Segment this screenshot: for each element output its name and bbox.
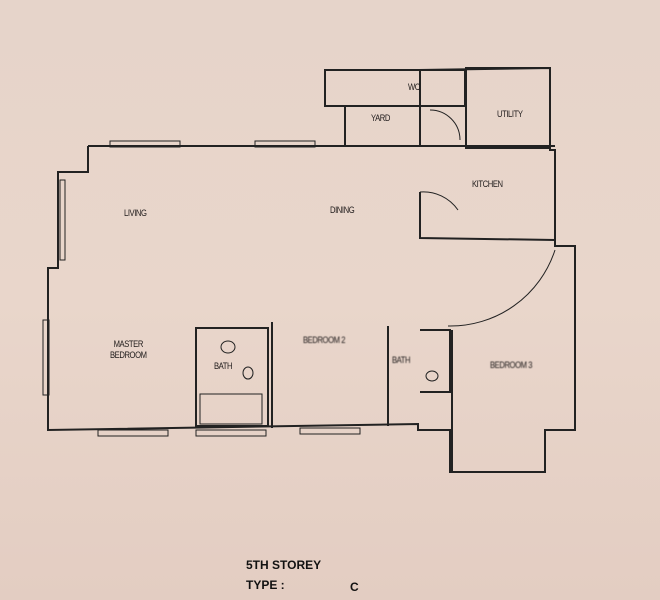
type-value: C bbox=[350, 580, 359, 594]
utility-room bbox=[465, 67, 551, 149]
toilet bbox=[242, 366, 254, 380]
bathtub bbox=[199, 393, 263, 425]
room-label-bedroom-2: BEDROOM 2 bbox=[303, 335, 346, 345]
window bbox=[42, 319, 50, 396]
outer-wall-top bbox=[88, 66, 556, 240]
room-label-yard: YARD bbox=[371, 113, 390, 123]
room-label-bath-2: BATH bbox=[392, 355, 411, 365]
room-label-master-bedroom: MASTER BEDROOM bbox=[110, 339, 147, 360]
window bbox=[195, 429, 267, 437]
room-label-bath: BATH bbox=[214, 361, 233, 371]
wc-toilet bbox=[220, 340, 236, 354]
storey-label: 5TH STOREY bbox=[246, 558, 322, 572]
room-label-kitchen: KITCHEN bbox=[472, 179, 503, 189]
window bbox=[109, 140, 181, 148]
room-label-dining: DINING bbox=[330, 205, 355, 215]
master-bath bbox=[195, 327, 269, 427]
room-label-wc: WC bbox=[408, 82, 420, 92]
wc-room bbox=[324, 69, 466, 107]
bath2-toilet bbox=[425, 370, 439, 382]
outer-wall bbox=[47, 146, 576, 473]
bedroom3-door-arc bbox=[447, 249, 556, 327]
window bbox=[59, 179, 66, 261]
type-label: TYPE : bbox=[246, 578, 285, 592]
room-label-bedroom-3: BEDROOM 3 bbox=[490, 360, 533, 370]
room-label-utility: UTILITY bbox=[497, 109, 523, 119]
window bbox=[97, 429, 169, 437]
room-label-living: LIVING bbox=[124, 208, 147, 218]
kitchen-wall-bottom bbox=[419, 192, 556, 241]
common-bath bbox=[420, 329, 451, 393]
window bbox=[254, 140, 316, 148]
yard-door-arc bbox=[429, 109, 461, 141]
kitchen-door-arc bbox=[419, 191, 459, 211]
window bbox=[299, 427, 361, 435]
